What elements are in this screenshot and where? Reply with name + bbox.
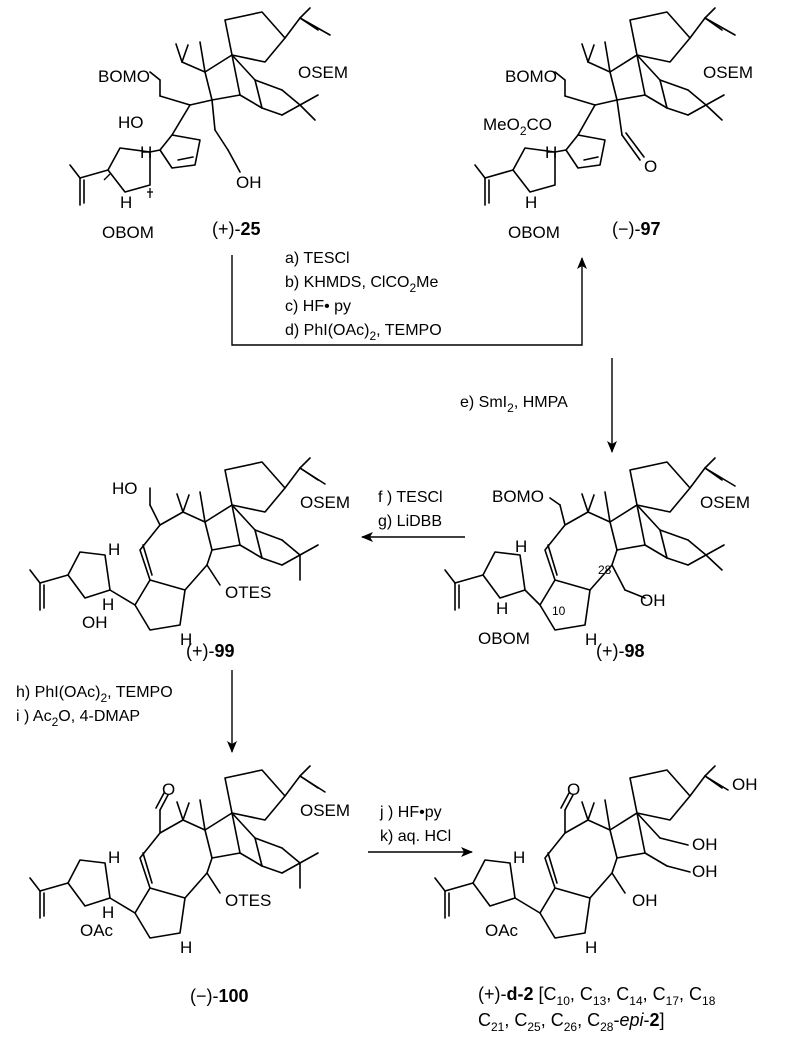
compound-100: O OSEM H H H OTES OAc (−)-100 — [29, 765, 350, 1006]
c25-prefix: (+)- — [212, 219, 241, 239]
c100-number: 100 — [219, 986, 249, 1006]
c100-h3-label: H — [180, 938, 192, 957]
c98-name: (+)-98 — [596, 641, 645, 661]
d2-name-line2: C21, C25, C26, C28-epi-2] — [478, 1010, 665, 1034]
c98-h2-label: H — [496, 599, 508, 618]
compound-98-bonds — [444, 457, 736, 631]
c98-bomo-label: BOMO — [492, 487, 544, 506]
c97-obom-label: OBOM — [508, 223, 560, 242]
step-a: a) TESCl — [285, 250, 350, 267]
c97-osem-label: OSEM — [703, 63, 753, 82]
c99-osem-label: OSEM — [300, 493, 350, 512]
c100-name: (−)-100 — [190, 986, 249, 1006]
c100-otes-label: OTES — [225, 891, 271, 910]
c99-oh-label: OH — [82, 613, 108, 632]
step-f: f ) TESCl — [378, 489, 443, 506]
c100-h2-label: H — [102, 903, 114, 922]
c100-osem-label: OSEM — [300, 801, 350, 820]
c100-h1-label: H — [108, 848, 120, 867]
c98-obom-label: OBOM — [478, 629, 530, 648]
c98-osem-label: OSEM — [700, 493, 750, 512]
c97-h2-label: H — [525, 193, 537, 212]
compound-97: BOMO OSEM MeO2CO H H O OBOM (−)-97 — [474, 7, 753, 242]
step-b: b) KHMDS, ClCO2Me — [285, 274, 438, 295]
c98-c10-label: 10 — [552, 604, 566, 618]
step-i: i ) Ac2O, 4-DMAP — [16, 708, 140, 729]
step-c: c) HF• py — [285, 298, 351, 315]
c97-h1-label: H — [545, 143, 557, 162]
step-k: k) aq. HCl — [380, 828, 451, 845]
compound-25-hash — [103, 173, 153, 198]
c99-h3-label: H — [180, 630, 192, 649]
c97-number: 97 — [641, 219, 661, 239]
c98-oh-label: OH — [640, 591, 666, 610]
d2-h2-label: H — [585, 938, 597, 957]
c25-h1-label: H — [140, 143, 152, 162]
c99-otes-label: OTES — [225, 583, 271, 602]
step-g: g) LiDBB — [378, 513, 442, 530]
d2-oh3-label: OH — [692, 862, 718, 881]
c98-h3-label: H — [585, 630, 597, 649]
c99-ho-label: HO — [112, 479, 138, 498]
c25-h2-label: H — [120, 193, 132, 212]
compound-d2: O OH OH OH OH H H OAc (+)-d-2 [C10, C13,… — [434, 765, 758, 1034]
c98-prefix: (+)- — [596, 641, 625, 661]
c25-name: (+)-25 — [212, 219, 261, 239]
d2-number: d-2 — [507, 984, 534, 1004]
compound-97-bonds — [474, 7, 736, 206]
c25-number: 25 — [241, 219, 261, 239]
c99-number: 99 — [215, 641, 235, 661]
c100-oac-label: OAc — [80, 921, 114, 940]
compound-100-bonds — [29, 765, 326, 939]
c97-bomo-label: BOMO — [505, 67, 557, 86]
step-e: e) SmI2, HMPA — [460, 394, 568, 415]
c97-prefix: (−)- — [612, 219, 641, 239]
d2-name-line1: (+)-d-2 [C10, C13, C14, C17, C18 — [478, 984, 716, 1008]
step-d: d) PhI(OAc)2, TEMPO — [285, 322, 442, 343]
compound-d2-bonds — [434, 765, 729, 939]
d2-oh1-label: OH — [732, 775, 758, 794]
c97-name: (−)-97 — [612, 219, 661, 239]
c99-prefix: (+)- — [186, 641, 215, 661]
c25-osem-label: OSEM — [298, 63, 348, 82]
c97-ald-o-label: O — [644, 157, 657, 176]
compound-99: HO OSEM H H H OTES OH (+)-99 — [29, 457, 350, 661]
c100-ald-o-label: O — [162, 780, 175, 799]
compound-25: BOMO OSEM HO H H OH OBOM (+)-25 — [69, 7, 348, 242]
compound-25-bonds — [69, 7, 331, 206]
c98-c28-label: 28 — [598, 563, 612, 577]
arrow-a-d — [231, 255, 587, 346]
compound-98: BOMO OSEM H H H OH OBOM 28 10 (+)-98 — [444, 457, 750, 661]
d2-h1-label: H — [513, 848, 525, 867]
compound-99-bonds — [29, 457, 326, 631]
c25-obom-label: OBOM — [102, 223, 154, 242]
d2-oac-label: OAc — [485, 921, 519, 940]
d2-oh2-label: OH — [692, 835, 718, 854]
c25-ho-label: HO — [118, 113, 144, 132]
d2-ald-o-label: O — [567, 780, 580, 799]
c99-h1-label: H — [108, 540, 120, 559]
c100-prefix: (−)- — [190, 986, 219, 1006]
c98-h1-label: H — [515, 537, 527, 556]
d2-prefix: (+)- — [478, 984, 507, 1004]
c98-number: 98 — [625, 641, 645, 661]
step-h: h) PhI(OAc)2, TEMPO — [16, 684, 173, 705]
c25-oh-label: OH — [236, 173, 262, 192]
d2-oh4-label: OH — [632, 891, 658, 910]
step-j: j ) HF•py — [379, 804, 442, 821]
c97-meo2co-label: MeO2CO — [483, 115, 552, 138]
c25-bomo-label: BOMO — [98, 67, 150, 86]
c99-name: (+)-99 — [186, 641, 235, 661]
c99-h2-label: H — [102, 595, 114, 614]
